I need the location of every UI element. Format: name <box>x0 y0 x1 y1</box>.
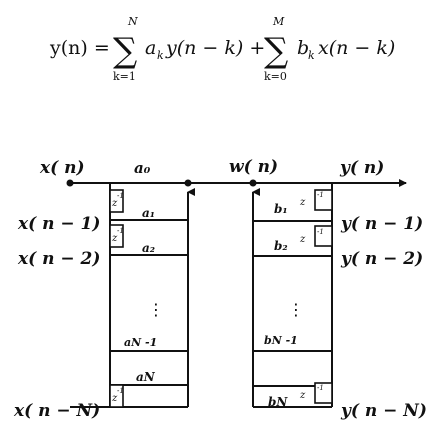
sum1-sigma: ∑ <box>113 31 137 71</box>
delay-exp: -1 <box>317 384 324 392</box>
sum2-coef: b <box>297 37 309 59</box>
right-delay-labels: z -1 z -1 z -1 <box>299 191 324 401</box>
coef-b2: b₂ <box>274 239 288 253</box>
label-y-n-1: y( n − 1) <box>340 214 423 234</box>
label-a0: a₀ <box>134 159 151 177</box>
sum2-sigma: ∑ <box>264 31 288 71</box>
difference-equation: y(n) = N ∑ k=1 a k y(n − k) + M ∑ k=0 b … <box>49 15 395 83</box>
delay-box <box>109 189 124 213</box>
input-node <box>66 179 74 187</box>
branch-node-right <box>249 179 257 187</box>
delay-box <box>314 382 333 404</box>
formula-lhs: y(n) = <box>49 37 110 59</box>
left-delay-labels: z -1 z -1 z -1 <box>111 192 124 404</box>
sum2-lower-limit: k=0 <box>264 70 287 83</box>
delay-exp: -1 <box>317 191 324 199</box>
delay-exp: -1 <box>317 228 324 236</box>
delay-z: z <box>111 393 118 404</box>
delay-exp: -1 <box>117 192 124 200</box>
label-y-n-N: y( n − N) <box>340 401 427 421</box>
label-x-n-N: x( n − N) <box>13 401 100 421</box>
sum1-lower-limit: k=1 <box>113 70 136 83</box>
delay-z: z <box>111 198 118 209</box>
delay-z: z <box>111 233 118 244</box>
sum2-upper-limit: M <box>272 15 285 28</box>
delay-exp: -1 <box>117 227 124 235</box>
left-ellipsis: ⋮ <box>148 300 164 319</box>
left-delay-boxes <box>109 189 124 408</box>
left-section-lines <box>70 183 195 408</box>
label-w-n: w( n) <box>229 157 278 177</box>
delay-box <box>109 224 124 248</box>
sum1-coef-sub: k <box>157 49 164 62</box>
right-section-lines <box>252 183 333 408</box>
sum2-argument: x(n − k) <box>318 37 395 59</box>
sum2-coef-sub: k <box>308 49 315 62</box>
coef-bN-1: bN -1 <box>264 334 298 347</box>
coef-b1: b₁ <box>274 202 288 216</box>
right-delay-boxes <box>314 189 333 404</box>
coef-aN-1: aN -1 <box>124 336 157 349</box>
label-x-n-1: x( n − 1) <box>17 214 100 234</box>
sum1-coef: a <box>145 37 156 59</box>
label-y-n-2: y( n − 2) <box>340 249 423 269</box>
delay-box <box>314 225 333 247</box>
coef-a1: a₁ <box>142 206 155 220</box>
label-y-n: y( n) <box>339 158 384 178</box>
coef-bN: bN <box>268 395 288 409</box>
coef-aN: aN <box>136 370 156 384</box>
sum1-argument: y(n − k) + <box>165 37 265 59</box>
right-ellipsis: ⋮ <box>288 300 304 319</box>
delay-z: z <box>299 390 306 401</box>
delay-box <box>314 189 333 211</box>
delay-z: z <box>299 197 306 208</box>
label-x-n-2: x( n − 2) <box>17 249 100 269</box>
sum1-upper-limit: N <box>127 15 138 28</box>
delay-box <box>109 384 124 408</box>
adder-node-left <box>184 179 192 187</box>
coef-a2: a₂ <box>142 241 155 255</box>
delay-z: z <box>299 234 306 245</box>
label-x-n: x( n) <box>39 158 85 178</box>
delay-exp: -1 <box>117 387 124 395</box>
